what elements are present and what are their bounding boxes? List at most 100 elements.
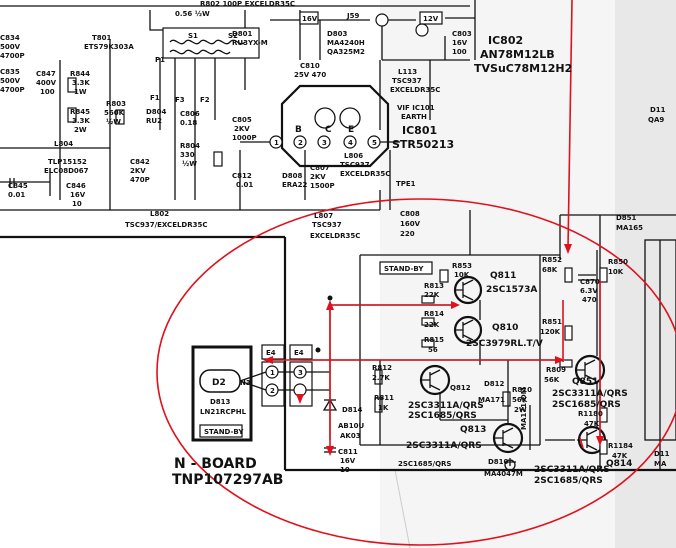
label-j59: J59 (346, 12, 359, 20)
label-l806-part: TSC937 (340, 161, 370, 169)
label-q811: Q811 (490, 271, 516, 281)
label-r845-w: 2W (74, 126, 87, 134)
label-c835: C835 (0, 68, 20, 76)
label-q812: Q812 (450, 384, 471, 392)
label-r850: R850 (608, 258, 628, 266)
label-d11b: D11 (654, 450, 670, 458)
red-annotations (156, 0, 676, 546)
label-c803: C803 (452, 30, 472, 38)
label-r803-val: 560K (104, 109, 125, 117)
label-pin-3: 3 (298, 369, 303, 377)
ic801-pin-4 (343, 135, 357, 149)
ic801-pin-3 (317, 135, 331, 149)
label-c805-v: 2KV (234, 125, 250, 133)
connector-e4-b (289, 344, 313, 360)
label-c808-val: 220 (400, 230, 415, 238)
label-r1184-val: 47K (612, 452, 628, 460)
label-c845-val: 0.01 (8, 191, 25, 199)
label-n3: N3 (240, 379, 251, 387)
label-r809: R809 (546, 366, 566, 374)
label-p1: P1 (155, 56, 165, 64)
label-q814-part1: 2SC3311A/QRS (534, 465, 610, 475)
label-c834-v: 500V (0, 43, 21, 51)
pin-2: 2 (298, 139, 303, 147)
paper-fold (394, 469, 411, 548)
label-r809-val: 56K (544, 376, 560, 384)
label-r1180-val: 47K (584, 420, 600, 428)
label-d810-part: MA4047M (484, 470, 523, 478)
label-d813-part: LN21RCPHL (200, 408, 247, 416)
label-t801: T801 (92, 34, 112, 42)
label-r813-val: 22K (424, 291, 440, 299)
label-r815-val: 56 (428, 346, 438, 354)
label-d812-part: MA171 (478, 396, 505, 404)
label-c811-v: 16V (340, 457, 356, 465)
label-c812: C812 (232, 172, 252, 180)
red-line-down (567, 0, 573, 249)
label-c834-val: 4700P (0, 52, 25, 60)
led-board (191, 344, 330, 442)
labels: R802 100P EXCELDR35C 0.56 ½W 16V 12V J59… (0, 0, 670, 488)
label-d801: D801 (232, 30, 253, 38)
label-q814: Q814 (606, 459, 632, 469)
label-d814-part: AB10U (338, 422, 364, 430)
label-r811: R811 (374, 394, 394, 402)
label-r803-w: ½W (106, 118, 121, 126)
label-ic802-alt: TVSuC78M12H2 (474, 62, 572, 75)
label-r812: R812 (372, 364, 392, 372)
label-l806-alt: EXCELDR35C (340, 170, 390, 178)
label-c806: C806 (180, 110, 200, 118)
label-q851: Q851 (572, 377, 598, 387)
label-r853: R853 (452, 262, 472, 270)
label-c803-v: 16V (452, 39, 468, 47)
pin-3: 3 (322, 139, 327, 147)
label-l113-alt: EXCELDR35C (390, 86, 440, 94)
standby-label-box (379, 261, 433, 275)
label-earth: EARTH (401, 113, 427, 121)
v16-box (299, 11, 319, 25)
label-l804-part: TLP15152 (48, 158, 87, 166)
label-c811: C811 (338, 448, 358, 456)
label-c847: C847 (36, 70, 56, 78)
label-c834: C834 (0, 34, 20, 42)
highlight-ellipse (156, 198, 676, 546)
label-r851-val: 120K (540, 328, 561, 336)
pin-5: 5 (372, 139, 377, 147)
label-c870: C870 (580, 278, 600, 286)
label-l804-alt: ELC08D067 (44, 167, 89, 175)
label-c842-v: 2KV (130, 167, 146, 175)
label-c870-v: 6.3V (580, 287, 598, 295)
label-c806-val: 0.18 (180, 119, 197, 127)
pin-4: 4 (348, 139, 353, 147)
label-v16: 16V (302, 15, 318, 23)
label-d801-part: RU3YX-M (232, 39, 268, 47)
label-d813: D813 (210, 398, 231, 406)
label-c846-val: 10 (72, 200, 82, 208)
label-r814: R814 (424, 310, 444, 318)
label-ma171-dm: MA171-DM (520, 387, 528, 430)
label-r803: R803 (106, 100, 126, 108)
label-c807: C807 (310, 164, 330, 172)
label-c846: C846 (66, 182, 86, 190)
top-section (0, 0, 476, 211)
label-c870-val: 470 (582, 296, 597, 304)
label-f1: F1 (150, 94, 160, 102)
led-standby-box (199, 424, 243, 438)
label-q810: Q810 (492, 323, 518, 333)
label-q812-part1: 2SC3311A/QRS (408, 401, 484, 411)
terminal-1 (375, 13, 389, 27)
label-l113: L113 (398, 68, 417, 76)
label-d808-part: ERA22 (282, 181, 307, 189)
label-r804-val: 330 (180, 151, 195, 159)
label-d804: D804 (146, 108, 167, 116)
label-d804-part: RU2 (146, 117, 162, 125)
label-c847-v: 400V (36, 79, 57, 87)
terminal-3 (415, 23, 429, 37)
label-c803-val: 100 (452, 48, 467, 56)
label-r810: R810 (512, 386, 532, 394)
label-ic801: IC801 (402, 124, 437, 137)
label-d851-part: MA165 (616, 224, 643, 232)
label-r802-val: 0.56 ½W (175, 10, 210, 18)
label-l802-part: TSC937/EXCELDR35C (125, 221, 208, 229)
